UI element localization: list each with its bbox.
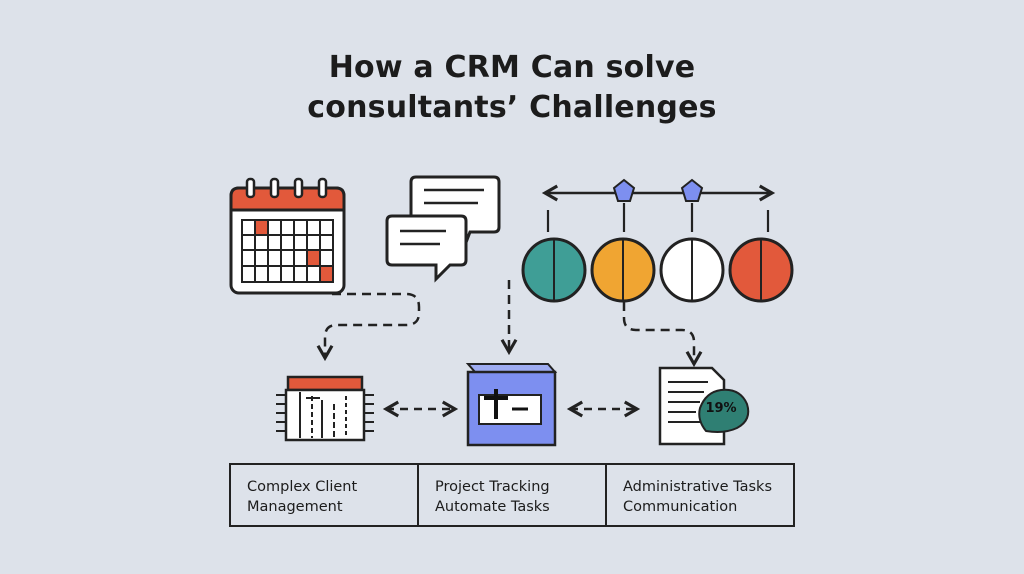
percentage-badge-icon — [698, 388, 750, 433]
table-cell: Complex Client Management — [231, 465, 419, 525]
chat-bubbles-icon — [385, 175, 501, 283]
marker-pin-icon — [612, 178, 636, 202]
challenges-table: Complex Client Management Project Tracki… — [229, 463, 795, 527]
cell-line-2: Management — [247, 499, 343, 515]
page-title: How a CRM Can solve consultants’ Challen… — [0, 48, 1024, 128]
cell-line-1: Complex Client — [247, 479, 358, 495]
cell-line-1: Administrative Tasks — [623, 479, 773, 495]
table-cell: Project Tracking Automate Tasks — [419, 465, 607, 525]
report-document-icon — [658, 366, 750, 446]
title-line-1: How a CRM Can solve — [328, 50, 696, 85]
schedule-grid-icon — [276, 375, 374, 442]
cell-line-1: Project Tracking — [435, 479, 550, 495]
status-circles-icon — [521, 237, 794, 303]
title-line-2: consultants’ Challenges — [307, 90, 717, 125]
connector-calendar-to-grid — [316, 292, 421, 362]
connector-circles-to-report — [622, 302, 703, 368]
calendar-icon — [229, 177, 346, 295]
project-card-icon — [465, 363, 558, 447]
marker-pin-icon — [680, 178, 704, 202]
cell-line-2: Automate Tasks — [435, 499, 550, 515]
table-cell: Administrative Tasks Communication — [607, 465, 793, 525]
cell-line-2: Communication — [623, 499, 738, 515]
timeline-icon — [541, 178, 776, 232]
percentage-label: 19% — [705, 401, 737, 416]
